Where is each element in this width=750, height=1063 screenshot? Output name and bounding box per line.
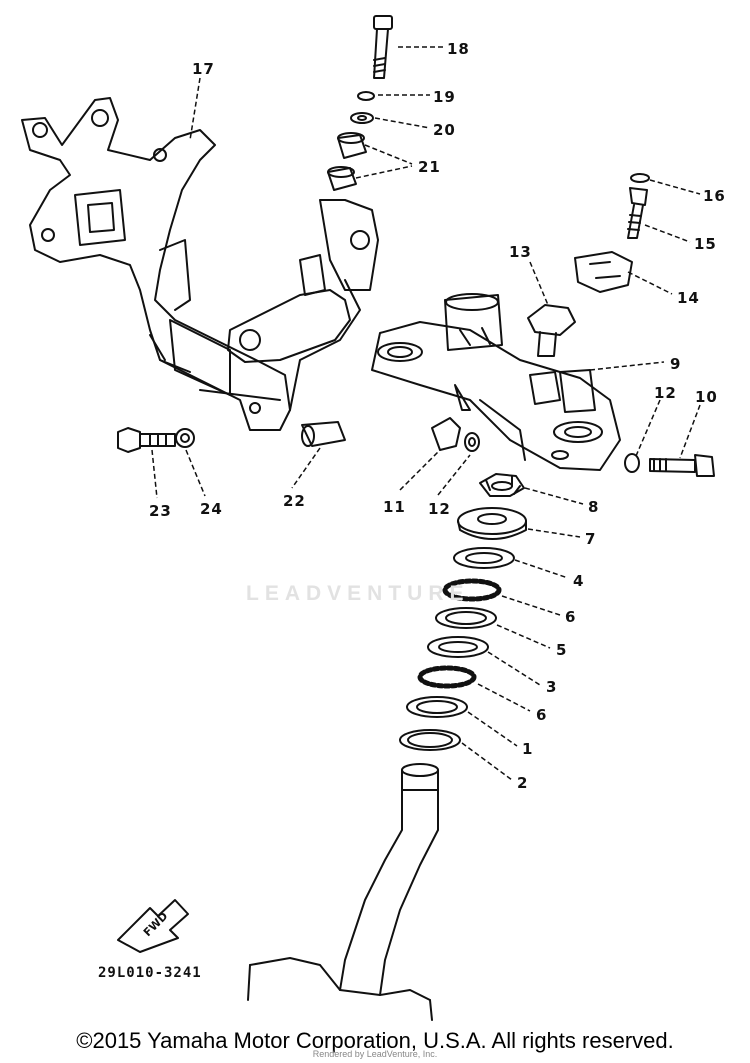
- part-callout-19: 19: [433, 88, 456, 106]
- part-callout-24: 24: [200, 500, 223, 518]
- part-callout-22: 22: [283, 492, 306, 510]
- leader-line: [399, 449, 441, 491]
- part-callout-6: 6: [536, 706, 548, 724]
- part-callout-6: 6: [565, 608, 577, 626]
- leader-line: [487, 651, 541, 686]
- leader-line: [189, 77, 201, 141]
- leader-line: [477, 683, 531, 712]
- leader-line: [679, 404, 701, 459]
- leader-line: [649, 179, 701, 195]
- flange-bolt-drawing: [527, 304, 576, 357]
- leader-line: [291, 447, 321, 489]
- rendered-by-note: Rendered by LeadVenture, Inc.: [312, 1049, 438, 1059]
- leader-line: [627, 271, 673, 295]
- steering-stem-drawing: [247, 763, 439, 1021]
- part-callout-7: 7: [585, 530, 597, 548]
- part-callout-12: 12: [654, 384, 677, 402]
- part-callout-18: 18: [447, 40, 470, 58]
- part-callout-10: 10: [695, 388, 718, 406]
- bearing-stack-drawing: [399, 547, 515, 751]
- leader-line: [635, 399, 661, 457]
- part-callout-2: 2: [517, 774, 529, 792]
- leader-line: [151, 449, 158, 499]
- copyright-notice: ©2015 Yamaha Motor Corporation, U.S.A. A…: [76, 1028, 674, 1053]
- dust-cover-drawing: [457, 507, 527, 540]
- pinch-bolt-drawing: [624, 453, 715, 477]
- ring-nut-drawing: [479, 473, 525, 497]
- part-callout-8: 8: [588, 498, 600, 516]
- leader-line: [529, 261, 549, 306]
- leader-line: [374, 117, 431, 129]
- support-bracket-drawing: [227, 199, 379, 411]
- leader-line: [496, 624, 551, 649]
- holder-bolt-drawing: [627, 173, 650, 239]
- cap-nut-drawing: [431, 417, 480, 452]
- drawing-code: 29L010-3241: [98, 965, 202, 981]
- part-callout-9: 9: [670, 355, 682, 373]
- bolt-and-collars-drawing: [327, 15, 393, 191]
- leader-line: [514, 559, 569, 579]
- forward-arrow-drawing: [117, 899, 189, 953]
- part-callout-21: 21: [418, 158, 441, 176]
- leader-line: [589, 361, 665, 371]
- leader-line: [644, 224, 691, 243]
- leader-line: [527, 528, 581, 538]
- part-callout-17: 17: [192, 60, 215, 78]
- leader-line: [501, 595, 561, 616]
- leader-line: [355, 165, 413, 179]
- meter-bracket-drawing: [21, 97, 291, 431]
- leader-line: [524, 487, 584, 505]
- part-callout-4: 4: [573, 572, 585, 590]
- part-callout-23: 23: [149, 502, 172, 520]
- part-callout-11: 11: [383, 498, 406, 516]
- leader-line: [467, 711, 518, 747]
- part-callout-12: 12: [428, 500, 451, 518]
- part-callout-13: 13: [509, 243, 532, 261]
- part-callout-14: 14: [677, 289, 700, 307]
- mount-hardware-drawing: [117, 421, 346, 453]
- upper-holder-drawing: [574, 251, 633, 293]
- leader-line: [364, 144, 413, 165]
- watermark-text: LEADVENTURE: [246, 582, 470, 605]
- leader-line: [461, 742, 513, 781]
- part-callout-1: 1: [522, 740, 534, 758]
- leader-line: [437, 454, 471, 496]
- part-callout-15: 15: [694, 235, 717, 253]
- leader-line: [185, 449, 206, 497]
- part-callout-5: 5: [556, 641, 568, 659]
- under-bracket-drawing: [371, 293, 621, 471]
- part-callout-16: 16: [703, 187, 726, 205]
- part-callout-3: 3: [546, 678, 558, 696]
- part-callout-20: 20: [433, 121, 456, 139]
